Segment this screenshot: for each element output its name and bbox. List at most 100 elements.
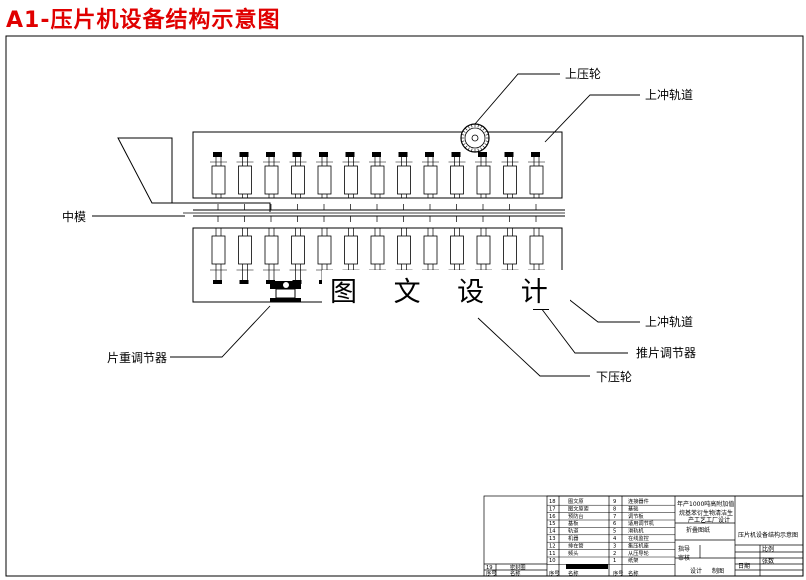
page-title: A1-压片机设备结构示意图 [6,8,281,33]
title-block-cell: 图文原索 [568,504,589,512]
title-block-cell: 排在管 [568,541,584,549]
drawing-frame [5,35,804,577]
title-block-header: 序号 [549,569,559,577]
title-block-cell: 预防台 [568,512,584,520]
title-block-cell: 7 [613,514,616,520]
tb-field-count: 张数 [762,557,774,565]
title-block-row: 11 频头 2 从压导轮 [547,549,675,558]
title-block-cell: 密封圈 [510,563,526,571]
label-weight-regulator: 片重调节器 [107,351,167,365]
label-upper-press-wheel: 上压轮 [565,67,601,81]
lower-punch [289,228,307,284]
title-block-cell: 5 [613,529,616,535]
title-block-cell: 适用调节机 [628,519,655,527]
title-block-cell: 9 [613,499,616,505]
leader-lines [92,73,640,377]
hopper [117,137,173,204]
upper-punch [210,152,227,198]
lower-punch [263,228,280,284]
title-block-cell: 基础 [628,504,638,512]
label-lower-press-wheel: 下压轮 [596,370,632,384]
title-block-cell: 轨道 [568,527,578,535]
title-block-cell: 13 [549,536,556,542]
upper-punch [475,152,492,198]
title-block-header: 序号 [613,569,623,577]
title-block-cell: 16 [549,514,556,520]
upper-punch [448,152,466,198]
title-block-cell: 10 [549,558,556,564]
weight-regulator-part [270,281,301,302]
title-block-row: 12 排在管 3 集压机座 [547,541,675,550]
label-push-regulator: 推片调节器 [636,346,696,360]
title-block-cell: 频头 [568,549,578,557]
title-block-cell: 纸架 [628,556,638,564]
tb-field-draw: 制图 [712,567,724,575]
upper-punch [422,152,439,198]
upper-punch [528,152,545,198]
title-block-header: 名称 [568,569,578,577]
tb-field-page: 日期 [738,562,750,570]
title-block-row: 16 预防台 7 调节板 [547,512,675,521]
title-block-header: 名称 [628,569,638,577]
title-block-cell: 3 [613,543,616,549]
label-upper-punch-track-bottom: 上冲轨道 [645,314,693,329]
title-block-header: 名称 [510,569,520,577]
title-block-cell: 图文原 [568,497,584,505]
title-block-cell: 15 [549,521,556,527]
title-block-header: 序号 [486,569,496,577]
title-block-cell: 2 [613,551,616,557]
label-middle-die: 中模 [62,209,86,224]
title-block-cell: 17 [549,506,556,512]
title-block-cell: 19 [486,565,493,571]
upper-punch [395,152,413,198]
lower-punch [236,228,254,284]
label-upper-punch-track-top: 上冲轨道 [645,87,693,102]
upper-punch [501,152,519,198]
title-block-row: 17 图文原索 8 基础 [547,504,675,513]
title-block [483,495,804,577]
upper-punch [236,152,254,198]
title-block-cell: 调节板 [628,512,644,520]
project-name-2: 烷基苯衍生物清洁生 [679,509,733,517]
project-name-1: 年产1000吨高附加值 [677,500,734,508]
title-block-cell: 8 [613,506,616,512]
tb-field-guide: 指导 [678,545,690,553]
title-block-cell: 连接器件 [628,497,649,505]
title-block-cell: 4 [613,536,617,542]
tb-field-fold: 折叠图纸 [686,526,710,534]
title-block-cell: 集压机座 [628,541,649,549]
upper-punch [342,152,360,198]
tb-field-date: 比例 [762,545,774,553]
title-block-cell: 滑轨机 [628,527,644,535]
project-name-3: 产工艺工厂设计 [688,516,730,524]
upper-punch-group [210,152,545,198]
drawing-name: 压片机设备结构示意图 [738,531,798,539]
title-block-cell: 6 [613,521,616,527]
watermark-text: 图 文 设 计 [322,270,570,309]
tb-field-review: 审核 [678,554,690,562]
title-block-cell: 14 [549,529,556,535]
upper-punch [316,152,333,198]
lower-punch [316,228,333,284]
upper-turret [192,131,563,199]
title-block-row: 18 图文原 9 连接器件 [547,497,675,506]
upper-press-wheel [460,123,490,153]
tb-field-design: 设计 [690,567,702,575]
title-block-cell: 在线监控 [628,534,649,542]
title-block-cell: 12 [549,543,556,549]
upper-punch [289,152,307,198]
upper-punch [369,152,386,198]
title-block-cell: 机器 [568,534,579,542]
title-block-cell: 18 [549,499,556,505]
title-block-row: 13 机器 4 在线监控 [547,534,675,543]
title-block-cell: 从压导轮 [628,549,649,557]
lower-punch-group [210,228,545,284]
title-block-row: 15 基板 6 适用调节机 [547,519,675,528]
lower-punch [210,228,227,284]
title-block-cell: 11 [549,551,556,557]
title-block-cell: 基板 [568,519,579,527]
upper-punch [263,152,280,198]
title-block-rows: 18 图文原 9 连接器件 17 图文原索 8 基础 16 预防台 7 调节板 15 基板 6 适用调节机 14… [486,497,675,577]
